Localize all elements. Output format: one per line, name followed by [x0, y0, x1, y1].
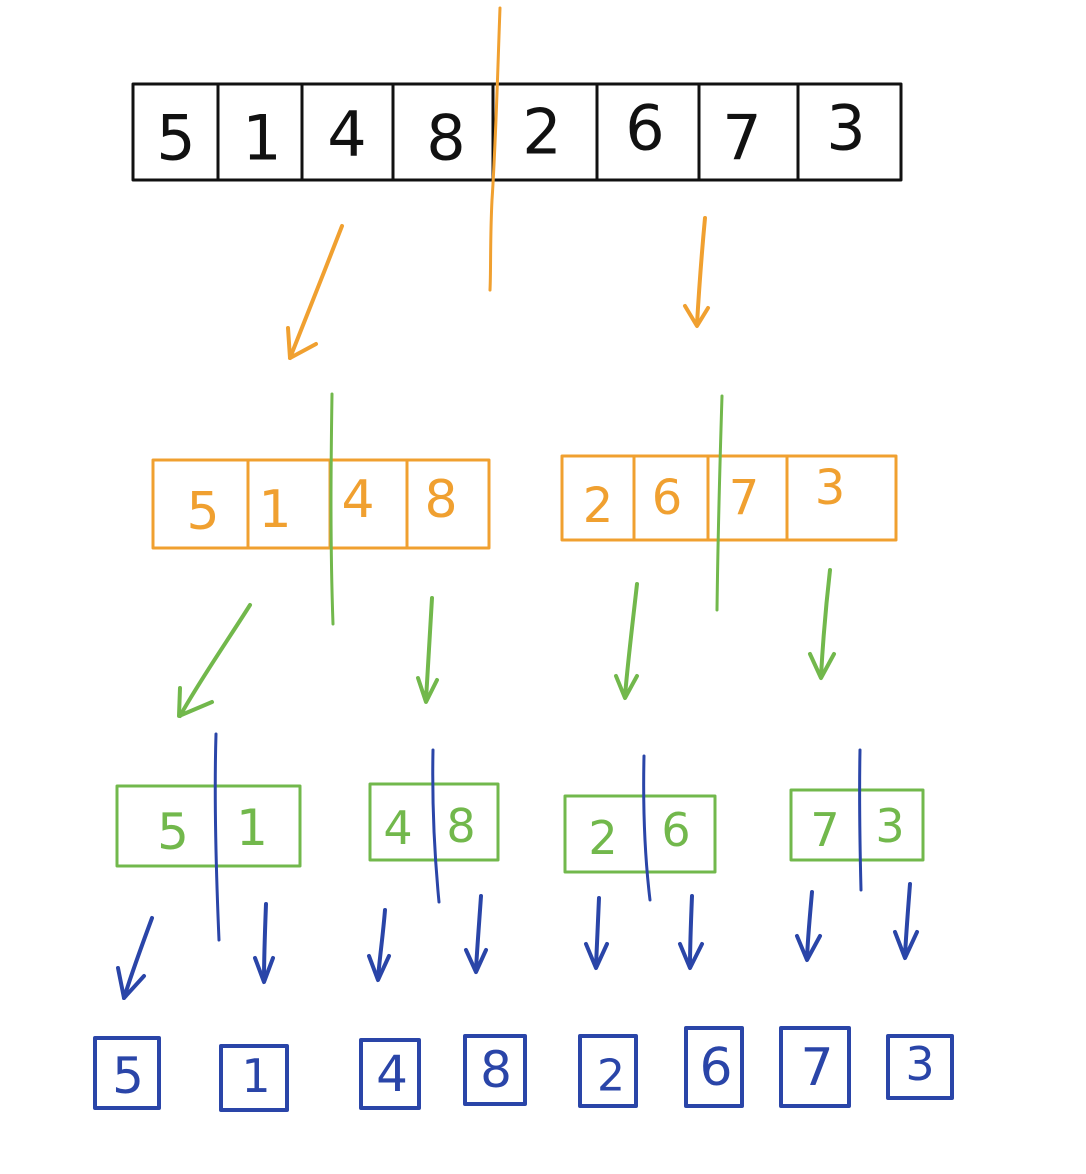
arrow-down-icon — [893, 882, 919, 960]
split-line — [642, 754, 652, 902]
blue-arrows — [116, 882, 919, 1000]
arrow-down-icon — [808, 568, 836, 680]
cell-digit: 1 — [236, 799, 268, 857]
split-line — [213, 732, 221, 942]
level-2-box — [563, 794, 717, 874]
cell-digit: 3 — [875, 799, 904, 853]
cell-digit: 3 — [826, 92, 865, 165]
split-line — [858, 748, 863, 892]
level-3-box — [886, 1034, 954, 1100]
cell-digit: 4 — [341, 470, 374, 530]
split-line-level-0 — [488, 6, 502, 292]
cell-digit: 2 — [522, 96, 561, 169]
cell-digit: 5 — [156, 102, 195, 175]
level-3-box — [359, 1038, 421, 1110]
level-2-box — [789, 788, 925, 862]
cell-digit: 7 — [729, 470, 760, 526]
level-1-right-digits: 2 6 7 3 — [583, 460, 846, 534]
cell-digit: 6 — [661, 803, 690, 857]
level-3-cell: 4 — [359, 1038, 421, 1110]
level-1-box — [560, 454, 898, 542]
level-1-box — [151, 458, 491, 550]
level-3-cell: 3 — [886, 1034, 954, 1100]
level-1-dividers — [632, 454, 789, 542]
level-3-box — [463, 1034, 527, 1106]
level-3-singles: 5 1 4 8 2 6 7 3 — [93, 1026, 954, 1112]
split-line — [329, 392, 335, 626]
cell-digit: 2 — [583, 478, 614, 534]
cell-digit: 1 — [242, 102, 281, 175]
level-3-cell: 7 — [779, 1026, 851, 1108]
cell-digit: 5 — [157, 803, 189, 861]
cell-digit: 6 — [699, 1038, 732, 1098]
level-3-box — [578, 1034, 638, 1108]
level-1-array-left: 5 1 4 8 — [151, 458, 491, 550]
green-arrows — [177, 568, 836, 718]
level-2-pair: 5 1 — [115, 784, 302, 868]
cell-digit: 7 — [810, 803, 839, 857]
cell-digit: 4 — [376, 1045, 408, 1103]
level-1-left-digits: 5 1 4 8 — [186, 470, 457, 542]
cell-digit: 3 — [815, 460, 846, 516]
level-3-box — [684, 1026, 744, 1108]
level-3-cell: 6 — [684, 1026, 744, 1108]
level-3-box — [779, 1026, 851, 1108]
cell-digit: 8 — [426, 102, 465, 175]
cell-digit: 5 — [112, 1047, 144, 1105]
cell-digit: 2 — [588, 811, 617, 865]
cell-digit: 8 — [446, 799, 475, 853]
cell-digit: 5 — [186, 482, 219, 542]
cell-digit: 2 — [597, 1051, 625, 1102]
arrow-left-down-icon — [286, 224, 344, 360]
cell-digit: 7 — [722, 102, 761, 175]
cell-digit: 4 — [383, 801, 412, 855]
level-2-box — [115, 784, 302, 868]
split-line — [431, 748, 441, 904]
cell-digit: 6 — [652, 470, 683, 526]
level-3-box — [219, 1044, 289, 1112]
cell-digit: 3 — [905, 1037, 934, 1091]
arrow-down-icon — [253, 902, 275, 984]
level-3-cell: 1 — [219, 1044, 289, 1112]
arrow-down-icon — [614, 582, 639, 700]
split-lines-level-1 — [329, 392, 724, 626]
level-3-cell: 2 — [578, 1034, 638, 1108]
level-3-box — [93, 1036, 161, 1110]
level-3-cell: 8 — [463, 1034, 527, 1106]
level-0-digits: 5 1 4 8 2 6 7 3 — [156, 92, 865, 175]
arrow-down-icon — [464, 894, 488, 974]
split-lines-level-2 — [213, 732, 863, 942]
split-line — [715, 394, 724, 612]
cell-digit: 1 — [241, 1049, 270, 1103]
level-0-dividers — [216, 82, 800, 182]
arrow-down-icon — [678, 894, 704, 970]
arrow-left-down-icon — [116, 916, 154, 1000]
arrow-down-icon — [795, 890, 822, 962]
arrow-left-down-icon — [177, 603, 252, 718]
cell-digit: 1 — [258, 480, 291, 540]
arrow-down-icon — [683, 216, 710, 328]
arrow-down-icon — [584, 896, 609, 970]
level-2-pair: 4 8 — [368, 782, 500, 862]
orange-arrows — [286, 216, 710, 360]
level-0-array: 5 1 4 8 2 6 7 3 — [131, 82, 903, 182]
level-1-array-right: 2 6 7 3 — [560, 454, 898, 542]
level-2-pair: 7 3 — [789, 788, 925, 862]
arrow-down-icon — [416, 596, 439, 704]
cell-digit: 7 — [800, 1038, 833, 1098]
cell-digit: 8 — [480, 1041, 512, 1099]
cell-digit: 8 — [424, 470, 457, 530]
arrow-down-icon — [367, 908, 391, 982]
cell-digit: 6 — [625, 92, 664, 165]
level-0-box — [131, 82, 903, 182]
level-3-cell: 5 — [93, 1036, 161, 1110]
level-2-pair: 2 6 — [563, 794, 717, 874]
level-2-pairs: 5 1 4 8 2 6 7 3 — [115, 782, 925, 874]
cell-digit: 4 — [327, 98, 366, 171]
